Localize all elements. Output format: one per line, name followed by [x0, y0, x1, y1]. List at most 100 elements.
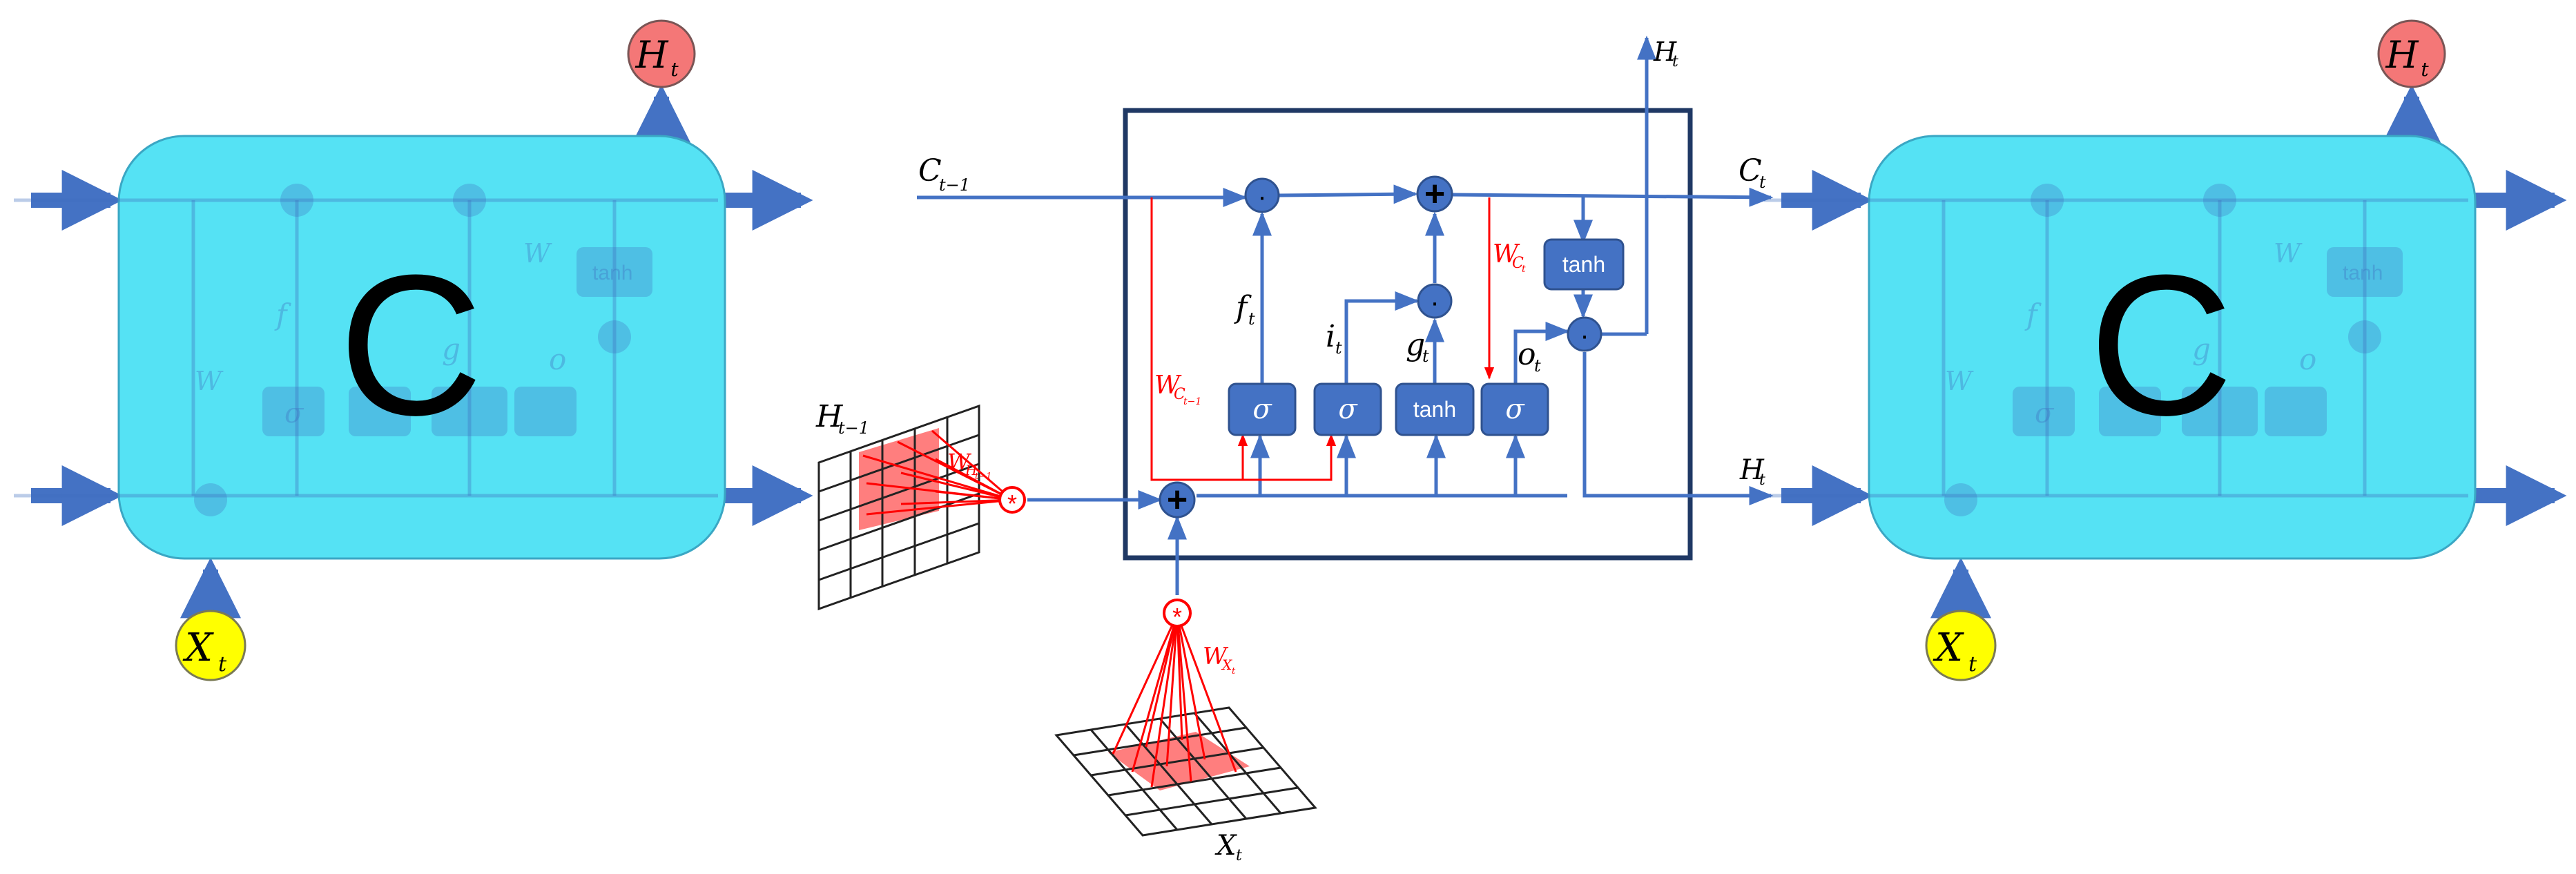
c-prev-label: C [918, 153, 942, 188]
svg-text:*: * [1007, 489, 1017, 518]
w-c-t-sub: C [1512, 255, 1524, 272]
forget-mult-node: · [1244, 177, 1280, 213]
right-cell-block: f g o W W σ tanh C X t H t [1764, 19, 2567, 681]
h-top-sub: t [1672, 53, 1678, 70]
x-grid-sub: t [1236, 847, 1242, 864]
output-gate-box: σ [1480, 382, 1549, 436]
left-cell-block: f g o W W σ tanh C X t H t [14, 19, 813, 681]
w-x-subsub: t [1232, 666, 1236, 677]
w-x-sub: X [1221, 657, 1232, 673]
input-gate-box: σ [1313, 382, 1382, 436]
h-prev-label: H [815, 399, 844, 434]
svg-text:H: H [635, 33, 668, 77]
svg-text:*: * [1172, 603, 1182, 631]
left-cell-sigma-ghost: σ [284, 398, 304, 429]
w-h-prev-sub: H [965, 462, 978, 478]
x-grid-label: X [1214, 830, 1237, 862]
svg-text:·: · [1430, 287, 1439, 318]
output-mult-node: · [1567, 316, 1602, 352]
cell-tanh-box: tanh [1543, 238, 1625, 291]
h-out-line [1582, 352, 1774, 505]
c-prev-sub: t−1 [939, 175, 970, 195]
w-c-prev-subsub: t−1 [1183, 396, 1201, 407]
left-cell-w-ghost: W [195, 366, 224, 396]
x-kernel-rays [1112, 614, 1237, 788]
left-cell-input-node: X t [175, 610, 246, 681]
svg-text:t: t [218, 652, 227, 677]
right-cell-sigma-ghost: σ [2035, 398, 2055, 429]
w-c-t-label: W [1493, 240, 1520, 269]
svg-text:t: t [670, 58, 679, 81]
right-cell-output-node: H t [2377, 19, 2446, 88]
w-c-prev-label: W [1154, 371, 1182, 400]
svg-text:σ: σ [1505, 394, 1525, 425]
left-cell-box [117, 135, 726, 560]
i-gate-sub: t [1335, 338, 1342, 358]
left-cell-output-node: H t [627, 19, 696, 88]
svg-text:σ: σ [1338, 394, 1358, 425]
c-out-line [1452, 187, 1774, 207]
right-cell-letter: C [2089, 233, 2233, 457]
c-mid-line [1279, 184, 1418, 204]
candidate-tanh-box: tanh [1395, 382, 1475, 436]
svg-text:·: · [1580, 320, 1589, 351]
input-sum-node: + [1159, 480, 1196, 520]
detail-frame [1123, 108, 1693, 561]
h-prev-grid [817, 404, 980, 611]
svg-text:·: · [1257, 182, 1266, 212]
left-cell-tanh-ghost: tanh [592, 262, 632, 284]
g-gate-label: g [1406, 327, 1425, 362]
svg-text:+: + [1167, 480, 1188, 520]
right-cell-g-ghost: g [2192, 332, 2211, 366]
right-cell-w2-ghost: W [2274, 238, 2303, 269]
right-cell-input-node: X t [1925, 610, 1997, 681]
c-out-label: C [1739, 153, 1762, 188]
left-cell-letter: C [338, 233, 483, 457]
x-feature-map: * W X t X t [1054, 599, 1317, 864]
w-c-prev-sub: C [1174, 386, 1185, 403]
right-cell-tanh-ghost: tanh [2343, 262, 2383, 284]
svg-text:X: X [182, 625, 214, 670]
left-cell-w2-ghost: W [523, 238, 552, 269]
h-prev-sub: t−1 [838, 418, 869, 438]
o-gate-label: o [1518, 337, 1536, 372]
h-prev-conv-node: * [998, 486, 1026, 518]
w-x-label: W [1203, 643, 1229, 670]
x-conv-node: * [1163, 599, 1192, 631]
w-c-t-subsub: t [1522, 264, 1526, 275]
g-gate-sub: t [1422, 347, 1429, 366]
svg-text:tanh: tanh [1562, 252, 1605, 277]
c-out-sub: t [1759, 173, 1766, 192]
detail-cell: C t−1 C t H t H t W C t−1 [917, 35, 1774, 595]
w-h-prev-label: W [947, 449, 972, 475]
right-cell-o-ghost: o [2299, 342, 2316, 376]
svg-text:H: H [2385, 33, 2419, 77]
w-c-prev-line [1150, 197, 1337, 481]
h-top-label: H [1653, 37, 1677, 67]
svg-text:σ: σ [1252, 394, 1272, 425]
cell-add-node: + [1416, 174, 1453, 214]
i-gate-label: i [1326, 319, 1335, 354]
f-gate-sub: t [1248, 309, 1255, 329]
svg-text:t: t [2421, 58, 2429, 81]
i-to-mult [1344, 291, 1420, 384]
left-cell-o-ghost: o [549, 342, 566, 376]
svg-text:tanh: tanh [1413, 397, 1456, 422]
left-cell-g-ghost: g [442, 332, 461, 366]
h-prev-kernel-rays [862, 429, 1013, 516]
h-out-label: H [1739, 454, 1765, 486]
o-to-mult [1513, 322, 1570, 384]
svg-text:t: t [1968, 652, 1977, 677]
x-grid [1054, 706, 1317, 837]
forget-gate-box: σ [1228, 382, 1297, 436]
o-gate-sub: t [1534, 356, 1541, 376]
svg-text:X: X [1933, 625, 1964, 670]
right-cell-box [1868, 135, 2477, 560]
svg-text:+: + [1424, 174, 1445, 214]
w-h-prev-subsub: t−1 [975, 472, 991, 482]
right-cell-w-ghost: W [1945, 366, 1974, 396]
h-prev-feature-map: * H t−1 W H t−1 [815, 399, 1026, 611]
h-out-sub: t [1759, 472, 1765, 489]
input-mult-node: · [1417, 283, 1453, 319]
